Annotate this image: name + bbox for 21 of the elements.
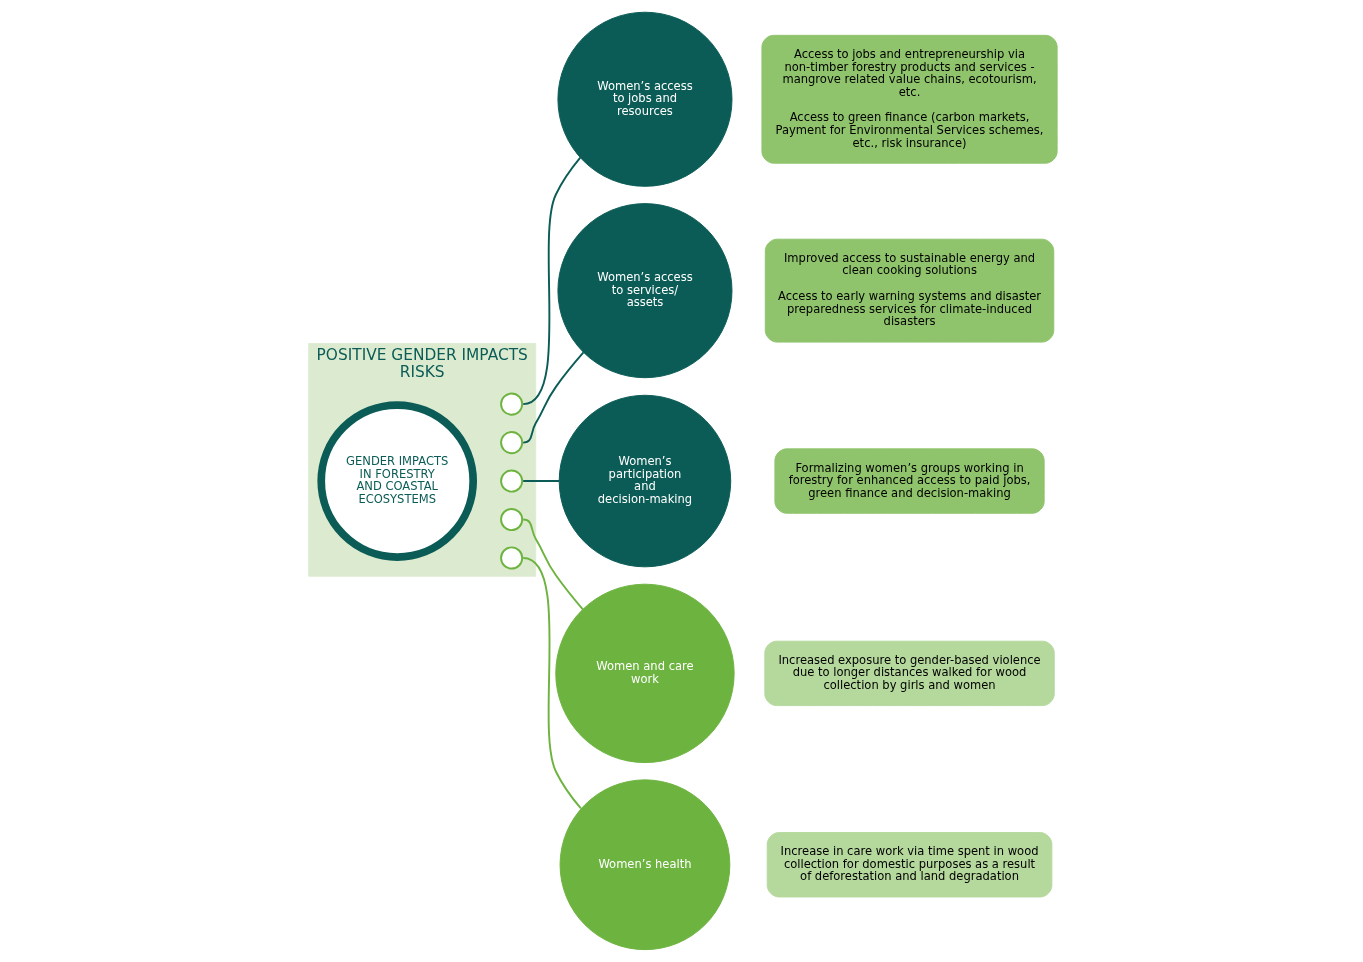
connector	[522, 351, 585, 444]
node-box: Improved access to sustainable energy and clean cooking solutions Access to early warning systems and disaster preparedness services for climate-induced disasters	[764, 238, 1055, 343]
connector	[522, 518, 584, 611]
node-circle	[500, 508, 524, 532]
node-circle: Women’s access to services/ assets	[557, 203, 733, 379]
node-box: Formalizing women’s groups working in forestry for enhanced access to paid jobs, green finance and decision-making	[774, 448, 1045, 514]
node-circle	[500, 392, 524, 416]
node-circle: Women and care work	[555, 583, 735, 764]
node-circle: Women’s participation and decision-making	[558, 394, 732, 568]
node-box: Increased exposure to gender-based violence due to longer distances walked for wood collection by girls and women	[764, 640, 1055, 707]
node-circle: Women’s access to jobs and resources	[557, 11, 733, 187]
connector	[522, 156, 582, 406]
node-box: Increase in care work via time spent in wood collection for domestic purposes as a result of deforestation and land degradation	[766, 832, 1053, 898]
node-box: Access to jobs and entrepreneurship via non-timber forestry products and services - mangrove related value chains, ecotourism, etc. Access to green finance (carbon markets, Payment for Environmental Services schemes, etc., risk insurance)	[761, 34, 1058, 164]
node-circle: GENDER IMPACTS IN FORESTRY AND COASTAL ECOSYSTEMS	[317, 401, 478, 561]
node-circle	[500, 431, 524, 455]
node-circle: Women’s health	[559, 779, 731, 951]
node-circle	[500, 546, 524, 570]
connector	[522, 480, 561, 482]
node-circle	[500, 469, 524, 493]
connector	[522, 557, 582, 810]
